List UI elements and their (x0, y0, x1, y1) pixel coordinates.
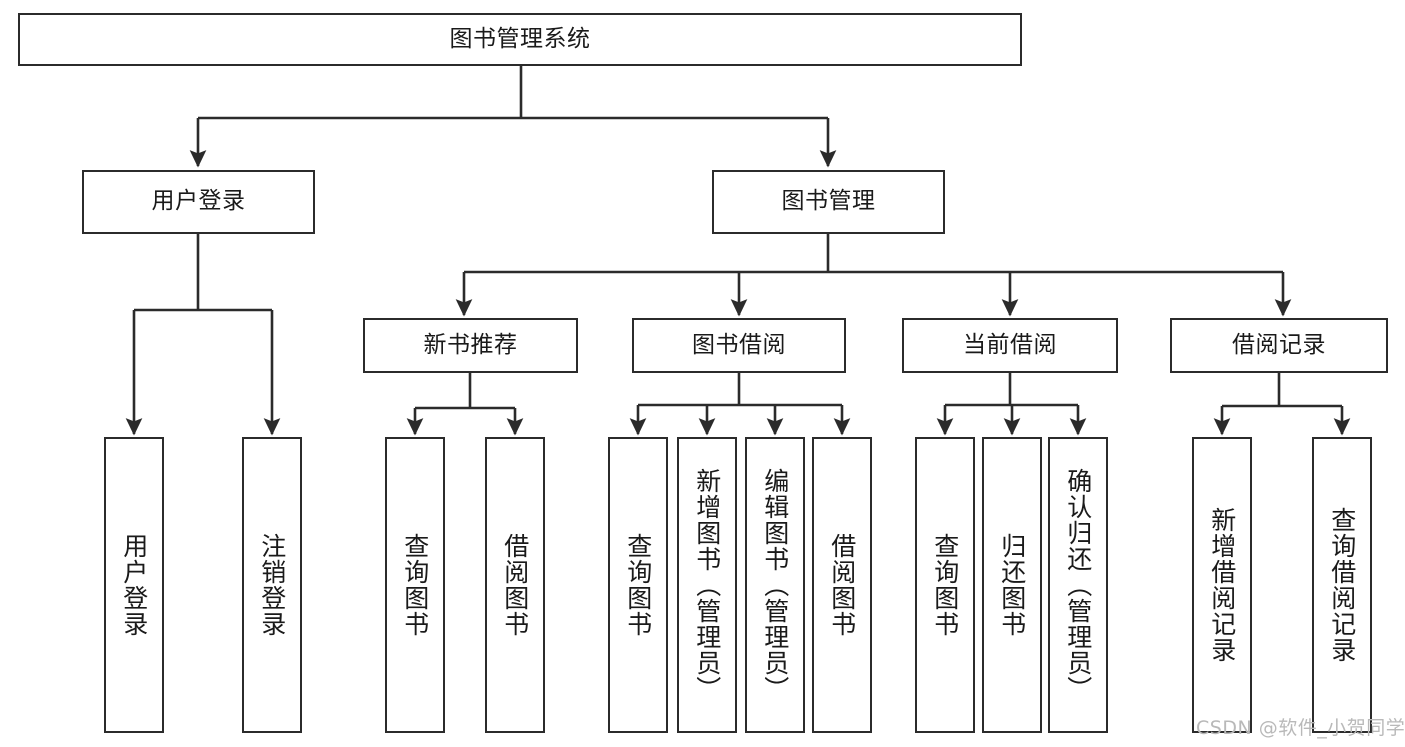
node-root[interactable]: 图书管理系统 (18, 13, 1022, 66)
node-book-borrow[interactable]: 图书借阅 (632, 318, 846, 373)
leaf-borrow-record-query[interactable]: 查询借阅记录 (1312, 437, 1372, 733)
leaf-book-borrow-add[interactable]: 新增图书（管理员） (677, 437, 737, 733)
leaf-book-borrow-edit[interactable]: 编辑图书（管理员） (745, 437, 805, 733)
leaf-book-borrow-query[interactable]: 查询图书 (608, 437, 668, 733)
csdn-watermark: CSDN @软件_小贺同学 (1196, 717, 1405, 739)
leaf-current-borrow-query[interactable]: 查询图书 (915, 437, 975, 733)
leaf-book-borrow-borrow[interactable]: 借阅图书 (812, 437, 872, 733)
node-current-borrow[interactable]: 当前借阅 (902, 318, 1118, 373)
leaf-new-book-query[interactable]: 查询图书 (385, 437, 445, 733)
node-new-book-recommend[interactable]: 新书推荐 (363, 318, 578, 373)
leaf-borrow-record-add[interactable]: 新增借阅记录 (1192, 437, 1252, 733)
node-borrow-record[interactable]: 借阅记录 (1170, 318, 1388, 373)
leaf-current-borrow-confirm-return[interactable]: 确认归还（管理员） (1048, 437, 1108, 733)
node-user-login[interactable]: 用户登录 (82, 170, 315, 234)
node-book-management[interactable]: 图书管理 (712, 170, 945, 234)
leaf-user-login-logout[interactable]: 注销登录 (242, 437, 302, 733)
leaf-new-book-borrow[interactable]: 借阅图书 (485, 437, 545, 733)
leaf-current-borrow-return[interactable]: 归还图书 (982, 437, 1042, 733)
leaf-user-login-login[interactable]: 用户登录 (104, 437, 164, 733)
